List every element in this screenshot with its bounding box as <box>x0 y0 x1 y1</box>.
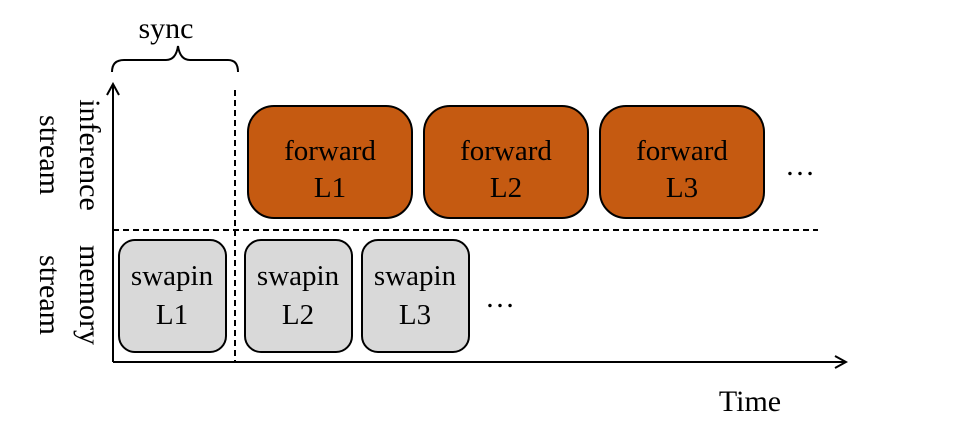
svg-text:L3: L3 <box>666 172 698 204</box>
swapin-ellipsis: … <box>485 281 515 314</box>
svg-text:L2: L2 <box>282 299 314 331</box>
sync-brace <box>111 45 239 73</box>
svg-text:swapin: swapin <box>374 260 457 292</box>
svg-text:forward: forward <box>284 135 376 167</box>
svg-text:stream: stream <box>33 115 66 195</box>
svg-text:L3: L3 <box>399 299 431 331</box>
time-axis-label: Time <box>719 385 781 418</box>
svg-text:forward: forward <box>460 135 552 167</box>
swapin-block-l2: swapin L2 <box>244 239 353 353</box>
swapin-block-l1: swapin L1 <box>118 239 227 353</box>
forward-block-l2: forward L2 <box>423 105 589 219</box>
inference-stream-label: inference stream <box>33 99 106 211</box>
memory-stream-label: memory stream <box>33 245 106 345</box>
swapin-block-l3: swapin L3 <box>361 239 470 353</box>
svg-text:L1: L1 <box>156 299 188 331</box>
svg-text:stream: stream <box>33 255 66 335</box>
svg-text:L1: L1 <box>314 172 346 204</box>
svg-text:L2: L2 <box>490 172 522 204</box>
sync-label: sync <box>139 12 194 45</box>
forward-ellipsis: … <box>785 149 815 182</box>
svg-text:inference: inference <box>73 99 106 211</box>
svg-text:swapin: swapin <box>131 260 214 292</box>
svg-text:memory: memory <box>73 245 106 345</box>
svg-text:forward: forward <box>636 135 728 167</box>
forward-block-l3: forward L3 <box>599 105 765 219</box>
svg-text:swapin: swapin <box>257 260 340 292</box>
forward-block-l1: forward L1 <box>247 105 413 219</box>
